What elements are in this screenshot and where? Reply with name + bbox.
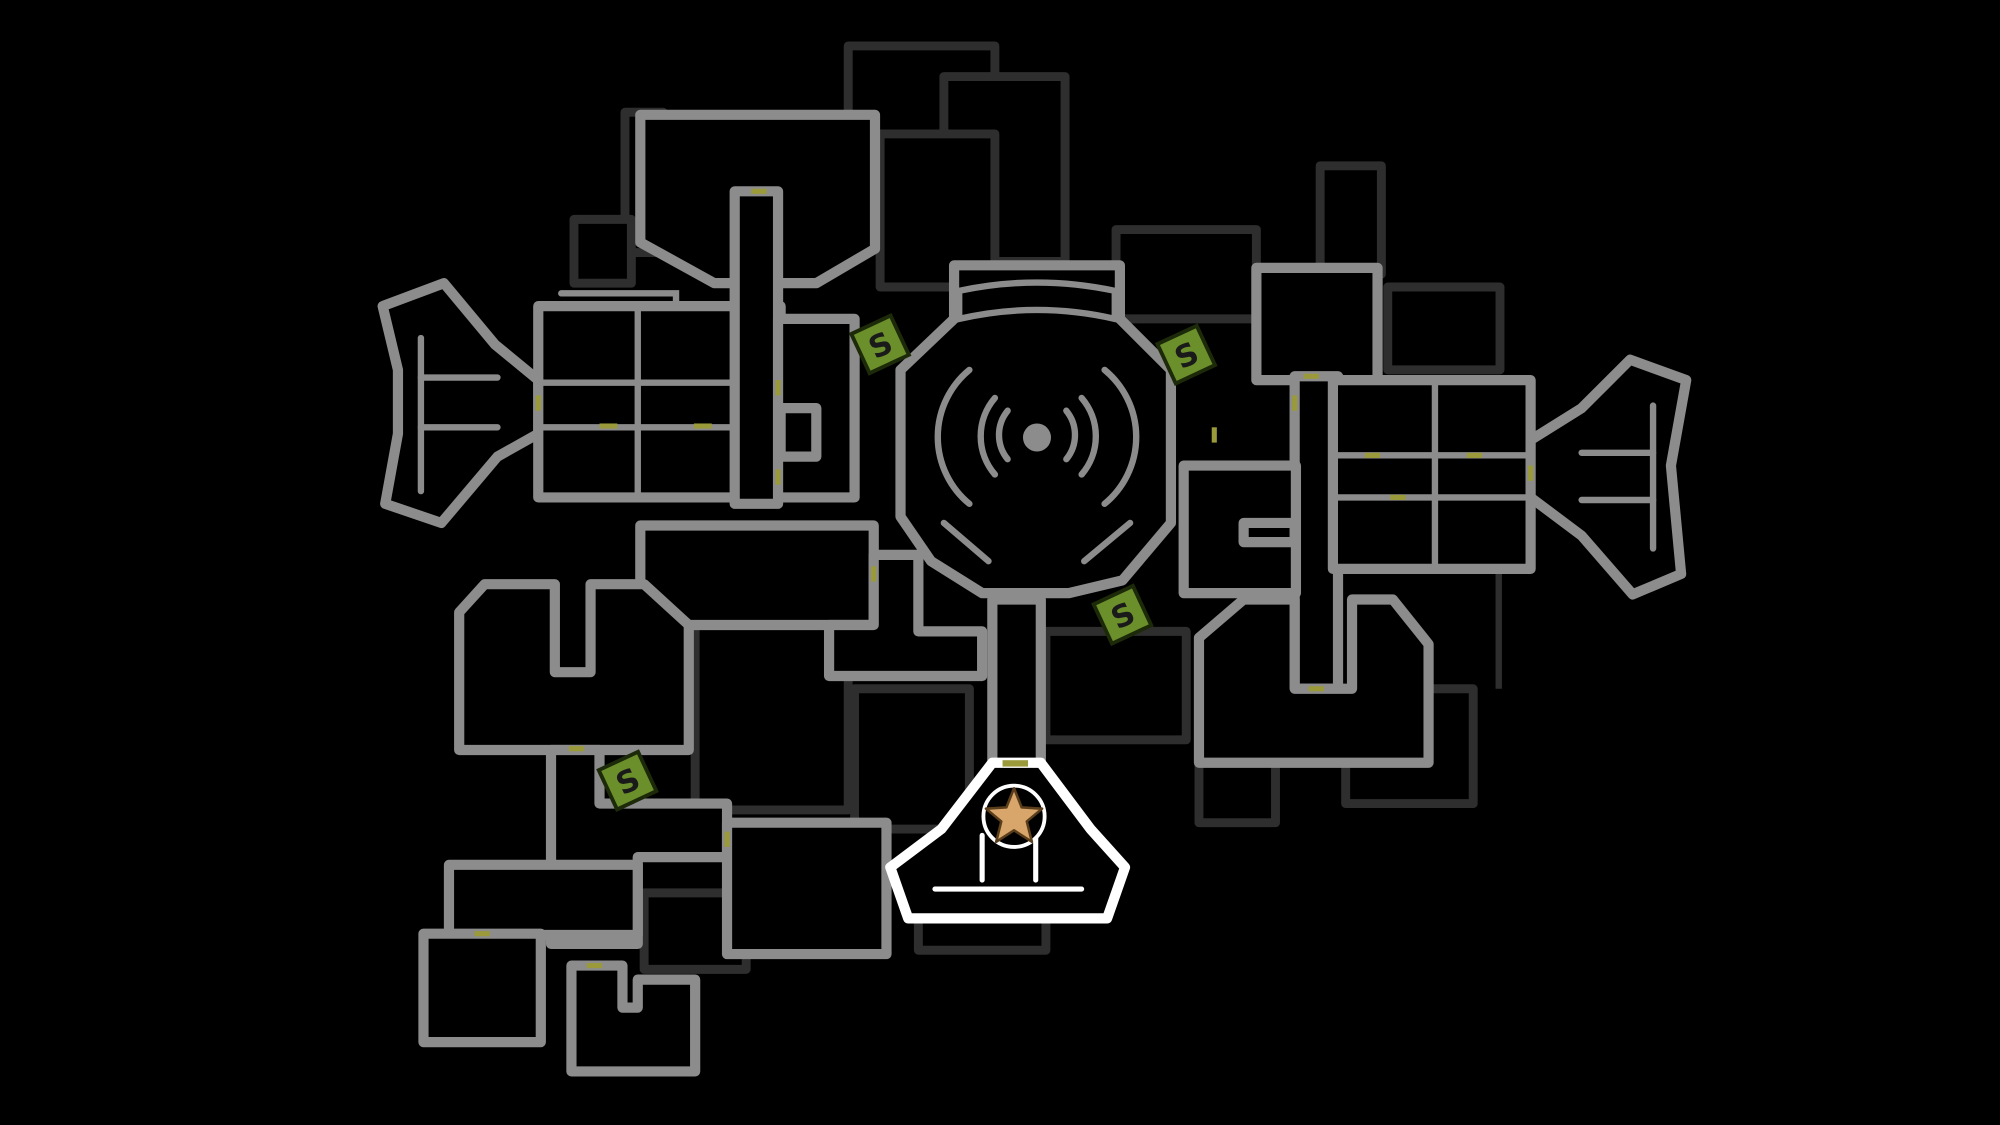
player-star-marker[interactable] [981,783,1047,849]
room-right-top [1251,262,1383,386]
stash-marker[interactable]: S [1091,583,1154,647]
room-right-bottom [1193,594,1434,768]
central-hub [895,260,1177,599]
room-left-cross [823,549,988,682]
room-right-fan [1525,354,1692,600]
stash-marker[interactable]: S [1154,323,1218,386]
room-bottom-left-block [721,817,892,960]
stash-marker[interactable]: S [848,313,912,376]
room-bottom-left-corner [566,960,701,1077]
room-left-u [454,579,694,756]
stash-marker[interactable]: S [596,749,659,812]
corridor-left-vertical [729,186,784,509]
corridor-spawn [987,594,1046,771]
doors [474,188,1534,969]
star-icon [984,786,1044,844]
room-left-fan [377,278,544,529]
room-bottom-left-square [418,928,546,1048]
